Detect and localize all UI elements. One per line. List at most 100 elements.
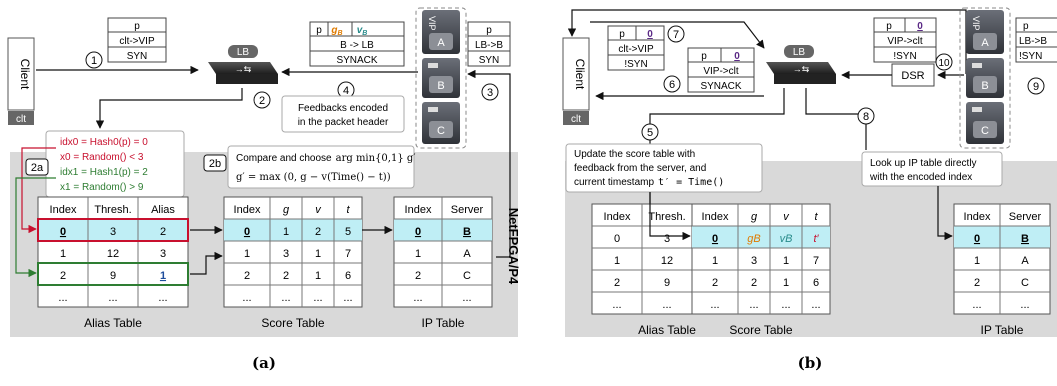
svg-text:p: p (486, 25, 492, 36)
svg-text:p: p (701, 51, 707, 62)
table-cell: 2 (60, 270, 66, 282)
svg-text:9: 9 (1033, 81, 1039, 93)
table-cell: 0 (974, 233, 980, 245)
table-header: Index (702, 211, 729, 223)
vip-group-b (959, 7, 1011, 149)
step-1-marker (85, 51, 103, 69)
svg-text:C: C (437, 125, 445, 137)
svg-text:B: B (437, 80, 444, 92)
svg-text:→⇆: →⇆ (793, 64, 810, 74)
table-header: g (283, 204, 290, 216)
table-cell: 1 (315, 270, 321, 282)
table-cell: 9 (110, 270, 116, 282)
arrow-lb-to-hash (95, 88, 243, 129)
svg-text:2b: 2b (209, 158, 221, 170)
table-cell: 2 (283, 270, 289, 282)
svg-text:p: p (619, 29, 625, 40)
table-cell: ... (413, 292, 422, 304)
svg-text:1: 1 (91, 55, 97, 67)
table-header: Alias (151, 204, 175, 216)
svg-text:0: 0 (734, 51, 740, 62)
step-8-marker (857, 107, 875, 125)
server-c: C (422, 102, 460, 144)
table-header: Server (451, 204, 484, 216)
table-cell: 0 (712, 233, 718, 245)
step-6-marker (663, 75, 681, 93)
table-header: g (751, 211, 758, 223)
svg-text:p: p (1023, 21, 1029, 32)
svg-text:SYNACK: SYNACK (700, 81, 741, 92)
server-c-b: C (966, 102, 1004, 144)
table-header: Thresh. (94, 204, 131, 216)
table-cell: 1 (315, 248, 321, 260)
arrow-alias-to-score-2 (190, 251, 223, 275)
table-header: t (346, 204, 350, 216)
table-header: v (315, 204, 322, 216)
svg-text:clt->VIP: clt->VIP (618, 44, 654, 55)
svg-text:0: 0 (917, 21, 923, 32)
table-cell: 2 (244, 270, 250, 282)
table-cell: C (463, 270, 471, 282)
svg-text:8: 8 (863, 111, 869, 123)
note-5: Update the score table with feedback fro… (565, 143, 763, 193)
server-a-b: A VIP (966, 10, 1004, 54)
arrow-lb-to-ip-lookup (805, 88, 867, 150)
svg-text:p: p (134, 21, 140, 32)
table-cell: B (463, 226, 471, 238)
lb-switch-b: LB →⇆ (766, 45, 836, 84)
table-cell: 1 (712, 255, 718, 267)
table-cell: 3 (283, 248, 289, 260)
svg-text:VIP: VIP (971, 16, 981, 31)
table-cell: 2 (751, 277, 757, 289)
arrow-idx1 (15, 177, 56, 278)
svg-text:7: 7 (673, 29, 679, 41)
server-b: B (422, 58, 460, 98)
svg-text:Look up IP table directly: Look up IP table directly (870, 158, 977, 169)
svg-text:x0 = Random() < 3: x0 = Random() < 3 (60, 152, 144, 163)
table-cell: ... (281, 292, 290, 304)
table-cell: 5 (345, 226, 351, 238)
table-cell: ... (612, 299, 621, 311)
table-cell: 1 (160, 270, 166, 282)
table-header: Server (1009, 211, 1042, 223)
step-2-marker (253, 91, 271, 109)
arrow-idx0 (21, 147, 56, 234)
svg-text:!SYN: !SYN (624, 59, 647, 70)
table-cell: ... (462, 292, 471, 304)
table-cell: 12 (661, 255, 673, 267)
client-tag-b: clt (571, 114, 581, 125)
table-header: Index (405, 204, 432, 216)
table-cell: 7 (345, 248, 351, 260)
svg-text:VIP->clt: VIP->clt (887, 36, 923, 47)
svg-text:B: B (981, 80, 988, 92)
svg-text:4: 4 (343, 85, 349, 97)
svg-text:in the packet header: in the packet header (298, 117, 389, 128)
arrow-note5-to-score (649, 192, 691, 241)
table-header: Thresh. (648, 211, 685, 223)
table-cell: 1 (244, 248, 250, 260)
svg-text:LB: LB (793, 47, 806, 58)
packet-2: p gB vB B -> LB SYNACK (309, 21, 405, 67)
server-a: A VIP (422, 10, 460, 54)
panel-b: Client clt p 0 clt->VIP !SYN 7 p 0 VIP->… (562, 7, 1057, 372)
svg-text:p: p (316, 25, 322, 36)
arrow-note8-to-ip (937, 186, 953, 241)
table-caption: IP Table (981, 323, 1024, 337)
panel-a-label: (a) (252, 354, 276, 372)
client-tag: clt (16, 114, 26, 125)
table-cell: 3 (664, 233, 670, 245)
step-3-marker (481, 83, 499, 101)
table-cell: ... (58, 292, 67, 304)
table-cell: ... (158, 292, 167, 304)
table-cell: 2 (974, 277, 980, 289)
table-cell: ... (108, 292, 117, 304)
svg-text:2a: 2a (31, 162, 44, 174)
table-cell: 12 (107, 248, 119, 260)
feedback-note: Feedbacks encoded in the packet header (281, 95, 405, 133)
table-cell: 1 (783, 255, 789, 267)
